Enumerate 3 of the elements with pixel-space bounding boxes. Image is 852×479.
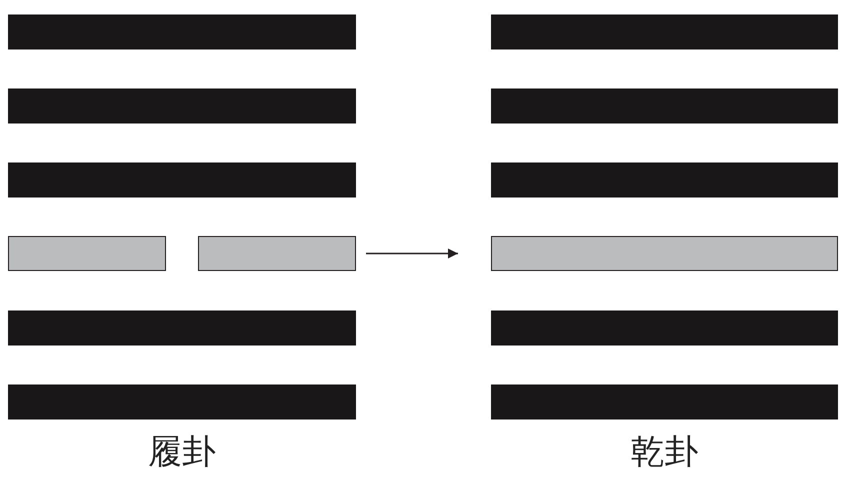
hexagram-name: 履卦: [148, 432, 216, 472]
arrow: [366, 248, 458, 258]
hexagram-name: 乾卦: [630, 432, 698, 472]
